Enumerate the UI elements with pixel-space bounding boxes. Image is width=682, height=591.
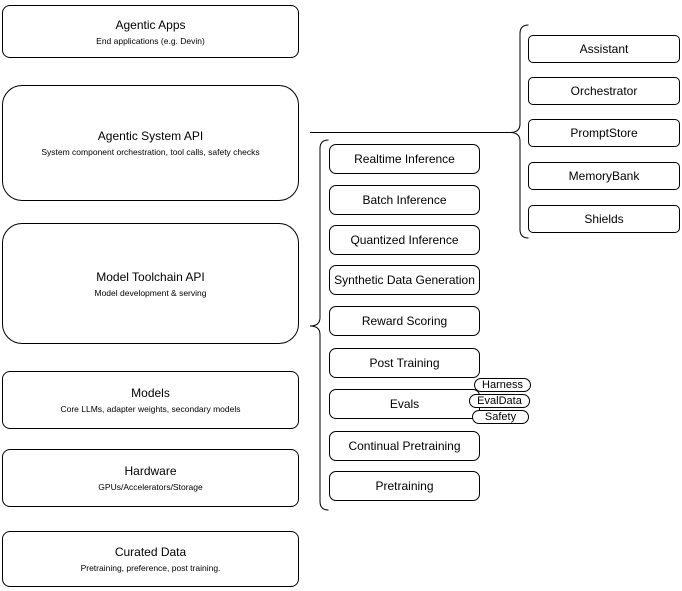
toolchain-box-continual-pretraining: Continual Pretraining xyxy=(329,431,480,461)
eval-tag-pill-harness: Harness xyxy=(474,378,531,392)
layer-title: Agentic System API xyxy=(97,129,204,143)
eval-tag-label: Harness xyxy=(482,379,523,391)
layer-subtitle: System component orchestration, tool cal… xyxy=(41,147,260,157)
toolchain-box-quantized-inference: Quantized Inference xyxy=(329,225,480,255)
component-box-assistant: Assistant xyxy=(528,35,680,63)
layer-title: Model Toolchain API xyxy=(96,269,205,284)
component-label: Shields xyxy=(584,211,624,226)
toolchain-item-label: Reward Scoring xyxy=(361,313,448,328)
toolchain-box-synthetic-data-generation: Synthetic Data Generation xyxy=(329,265,480,295)
layer-box-models: Models Core LLMs, adapter weights, secon… xyxy=(2,371,299,429)
component-label: PromptStore xyxy=(570,125,638,140)
layer-subtitle: Model development & serving xyxy=(94,287,207,298)
components-group-brace xyxy=(509,24,529,239)
toolchain-item-label: Continual Pretraining xyxy=(348,438,461,453)
layer-subtitle: Pretraining, preference, post training. xyxy=(80,563,221,573)
component-box-shields: Shields xyxy=(528,205,680,233)
toolchain-item-label: Pretraining xyxy=(375,478,434,493)
layer-box-agentic-apps: Agentic Apps End applications (e.g. Devi… xyxy=(2,5,299,58)
component-box-memorybank: MemoryBank xyxy=(528,162,680,190)
toolchain-box-batch-inference: Batch Inference xyxy=(329,185,480,215)
layer-subtitle: Core LLMs, adapter weights, secondary mo… xyxy=(60,404,241,414)
layer-box-hardware: Hardware GPUs/Accelerators/Storage xyxy=(2,449,299,507)
eval-tag-pill-evaldata: EvalData xyxy=(469,394,530,408)
component-label: MemoryBank xyxy=(568,168,640,183)
layer-box-agentic-system-api: Agentic System API System component orch… xyxy=(2,85,299,201)
toolchain-item-label: Batch Inference xyxy=(362,192,447,207)
component-box-orchestrator: Orchestrator xyxy=(528,77,680,105)
toolchain-item-label: Post Training xyxy=(369,355,440,370)
toolchain-group-brace xyxy=(309,139,329,511)
toolchain-box-evals: Evals xyxy=(329,389,480,419)
eval-tag-label: EvalData xyxy=(477,395,522,407)
layer-subtitle: GPUs/Accelerators/Storage xyxy=(98,482,203,492)
eval-tag-label: Safety xyxy=(484,411,517,423)
layer-box-curated-data: Curated Data Pretraining, preference, po… xyxy=(2,531,299,587)
toolchain-box-reward-scoring: Reward Scoring xyxy=(329,306,480,336)
toolchain-item-label: Realtime Inference xyxy=(354,151,455,166)
toolchain-item-label: Synthetic Data Generation xyxy=(334,272,475,287)
toolchain-item-label: Evals xyxy=(389,396,420,411)
layer-subtitle: End applications (e.g. Devin) xyxy=(96,35,205,46)
eval-tag-pill-safety: Safety xyxy=(472,410,529,424)
component-box-promptstore: PromptStore xyxy=(528,119,680,147)
toolchain-box-realtime-inference: Realtime Inference xyxy=(329,144,480,174)
layer-title: Agentic Apps xyxy=(115,17,186,32)
layer-title: Curated Data xyxy=(114,545,187,559)
toolchain-box-pretraining: Pretraining xyxy=(329,471,480,501)
component-label: Assistant xyxy=(579,41,629,56)
toolchain-box-post-training: Post Training xyxy=(329,348,480,378)
component-label: Orchestrator xyxy=(570,83,638,98)
toolchain-item-label: Quantized Inference xyxy=(350,232,459,247)
layer-title: Models xyxy=(131,386,170,400)
layer-title: Hardware xyxy=(124,464,177,478)
layer-box-model-toolchain-api: Model Toolchain API Model development & … xyxy=(2,223,299,344)
